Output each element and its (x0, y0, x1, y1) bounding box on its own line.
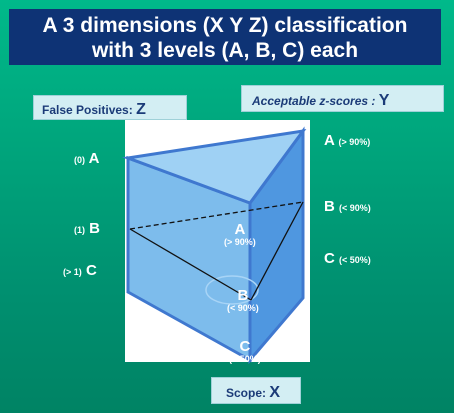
z-level-b: (1) B (74, 220, 101, 237)
x-level-b: B (< 90%) (227, 287, 259, 313)
y-level-a: A (> 90%) (324, 132, 371, 149)
b-level-side-line (250, 201, 304, 301)
x-axis-tag: Scope: X (211, 377, 301, 404)
y-level-c: C (< 50%) (324, 250, 371, 267)
prism-bottom-highlight (205, 275, 259, 305)
x-level-a: A (> 90%) (224, 221, 256, 247)
y-axis-tag: Acceptable z-scores : Y (241, 85, 444, 112)
x-axis-label: Scope: (226, 386, 267, 400)
x-level-c: C (< 50%) (229, 338, 261, 364)
z-axis-label: False Positives: (42, 103, 133, 117)
title-banner: A 3 dimensions (X Y Z) classification wi… (9, 9, 441, 65)
prism-top-face (122, 128, 307, 205)
title-line-2: with 3 levels (A, B, C) each (91, 39, 359, 62)
b-level-dashed-line (129, 201, 304, 230)
y-level-b: B (< 90%) (324, 198, 371, 215)
y-axis-letter: Y (378, 92, 390, 109)
z-level-c: (> 1) C (63, 262, 97, 279)
y-axis-label: Acceptable z-scores : (252, 94, 376, 108)
z-level-a: (0) A (74, 150, 100, 167)
z-axis-tag: False Positives: Z (33, 95, 187, 120)
z-axis-letter: Z (136, 101, 146, 118)
b-level-front-line (129, 228, 252, 301)
title-line-1: A 3 dimensions (X Y Z) classification (42, 14, 408, 37)
x-axis-letter: X (269, 384, 281, 401)
